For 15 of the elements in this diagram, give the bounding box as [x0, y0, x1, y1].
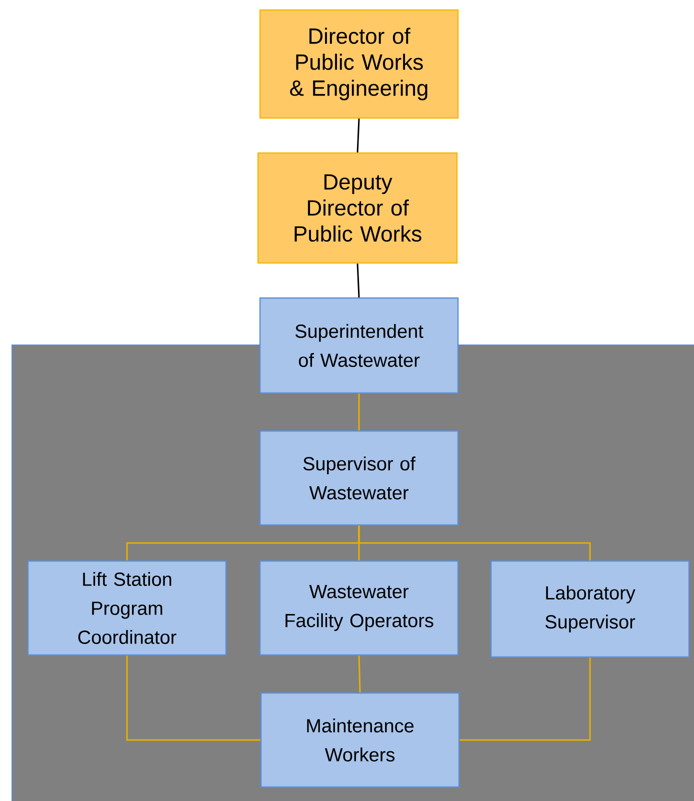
connector-line — [126, 656, 260, 741]
position-box: Supervisor of Wastewater — [259, 430, 459, 526]
position-box: Laboratory Supervisor — [490, 560, 690, 658]
position-box: Maintenance Workers — [260, 692, 460, 788]
connector-line — [356, 118, 360, 152]
position-box: Deputy Director of Public Works — [257, 152, 458, 264]
position-box: Superintendent of Wastewater — [259, 297, 459, 394]
position-box: Director of Public Works & Engineering — [259, 9, 459, 119]
connector-line — [358, 656, 361, 692]
connector-line — [358, 394, 360, 430]
connector-line — [358, 526, 591, 560]
position-box: Lift Station Program Coordinator — [27, 560, 227, 656]
connector-line — [356, 264, 360, 298]
connector-line — [460, 658, 591, 741]
position-box: Wastewater Facility Operators — [259, 560, 459, 656]
